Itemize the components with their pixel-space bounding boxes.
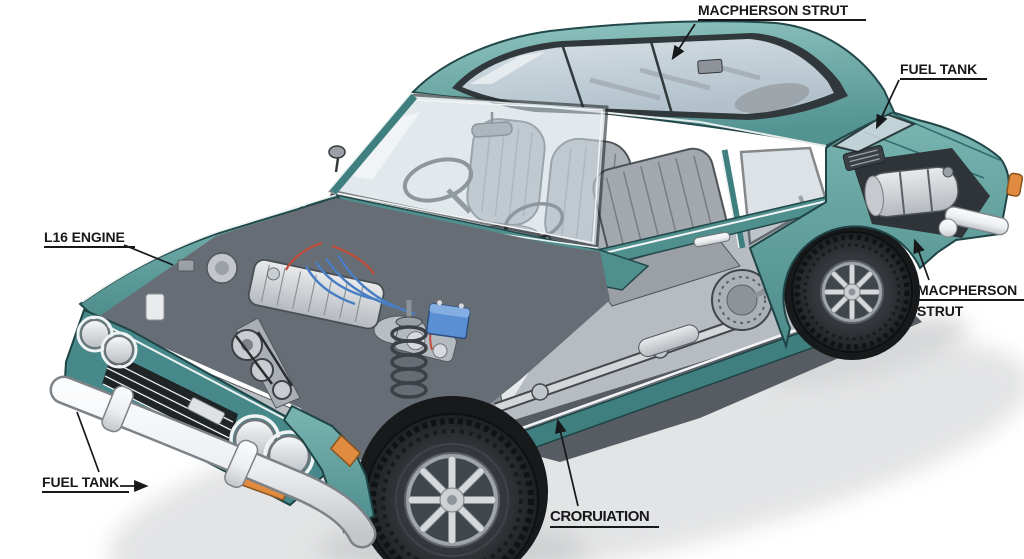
label-text: MACPHERSON STRUT: [698, 2, 867, 22]
windshield: [328, 92, 609, 249]
leader-l16-engine: [123, 244, 174, 266]
label-text-line1: MACPHERSON: [917, 282, 1024, 302]
front-bumper: [49, 375, 377, 549]
rear-quarter-trunk: [748, 110, 1024, 350]
leader-fuel-tank-front: [76, 411, 100, 473]
label-text: CRORUIATION: [550, 508, 660, 529]
label-macpherson-strut-roof: MACPHERSON STRUT: [698, 2, 867, 22]
ignition-wires: [304, 254, 416, 316]
leader-fuel-tank-rear: [875, 79, 900, 130]
leader-macpherson-rear: [913, 238, 930, 281]
label-l16-engine: L16 ENGINE: [44, 229, 135, 249]
label-text: L16 ENGINE: [44, 229, 135, 249]
label-text: FUEL TANK: [42, 474, 130, 494]
engine-l16: [231, 241, 457, 409]
heater-hoses: [285, 241, 375, 275]
door-handle: [693, 231, 731, 248]
bumper-guard: [101, 385, 134, 433]
sunroof-glass: [462, 39, 834, 114]
leader-underbody: [554, 418, 579, 507]
rear-side-marker: [1006, 172, 1024, 197]
front-strut-spring: [390, 300, 428, 399]
label-fuel-tank-front: FUEL TANK: [42, 474, 130, 494]
label-macpherson-strut-rear: MACPHERSON STRUT: [917, 282, 1024, 319]
leader-macpherson-roof: [671, 23, 696, 61]
grille-badge: [187, 397, 225, 425]
label-fuel-tank-rear: FUEL TANK: [900, 61, 988, 81]
leader-lines: [76, 23, 930, 507]
battery: [425, 300, 471, 340]
bumper-guard: [224, 439, 259, 489]
fender-mirror: [328, 145, 346, 159]
a-pillar: [329, 93, 418, 195]
side-marker: [329, 434, 362, 468]
label-text-line2: STRUT: [917, 303, 964, 320]
rear-bumper: [938, 206, 1009, 238]
fuel-tank: [864, 166, 959, 218]
label-croruiation: CRORUIATION: [550, 508, 660, 529]
rear-wheel: [784, 224, 920, 360]
front-wheel: [356, 396, 548, 559]
label-text: FUEL TANK: [900, 61, 988, 81]
